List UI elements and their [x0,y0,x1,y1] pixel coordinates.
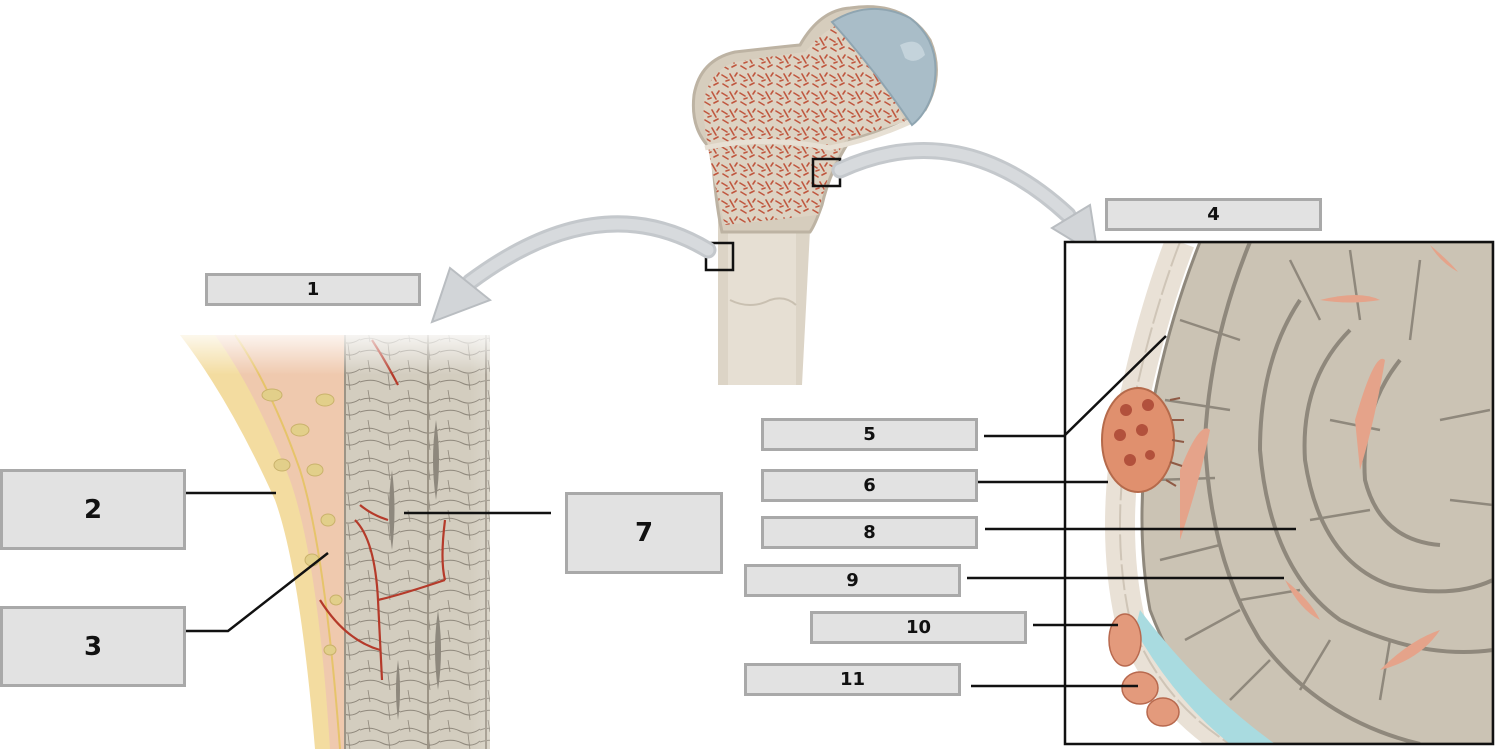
label-box-8[interactable]: 8 [761,516,978,549]
label-5: 5 [863,423,876,445]
label-box-4[interactable]: 4 [1105,198,1322,231]
label-8: 8 [863,521,876,543]
label-3: 3 [83,631,103,662]
label-box-6[interactable]: 6 [761,469,978,502]
label-box-2[interactable]: 2 [0,469,186,550]
label-1: 1 [306,278,320,300]
zoom-arrows [430,141,1100,324]
femur-illustration [691,5,938,385]
label-9: 9 [846,569,859,591]
label-4: 4 [1207,203,1220,225]
osteoclast-cell [1101,387,1185,493]
label-box-1[interactable]: 1 [205,273,421,306]
label-11: 11 [839,668,866,690]
label-box-7[interactable]: 7 [565,492,723,574]
compact-bone-section [170,325,590,749]
label-box-3[interactable]: 3 [0,606,186,687]
label-6: 6 [863,474,876,496]
label-2: 2 [83,494,103,525]
trabecula-section [1063,240,1495,746]
osteocyte-cell [389,420,441,720]
label-box-11[interactable]: 11 [744,663,961,696]
leader-lines [186,335,1296,688]
label-7: 7 [634,518,654,548]
label-10: 10 [905,616,932,638]
label-box-10[interactable]: 10 [810,611,1027,644]
label-box-9[interactable]: 9 [744,564,961,597]
label-box-5[interactable]: 5 [761,418,978,451]
